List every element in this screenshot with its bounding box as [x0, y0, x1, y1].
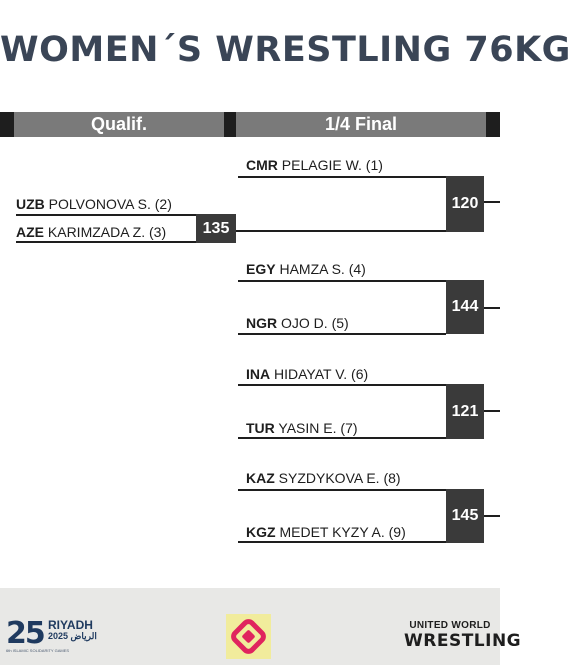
- country-code: NGR: [246, 315, 278, 331]
- bracket-connector: [236, 230, 446, 232]
- wrestler-ina[interactable]: INA HIDAYAT V. (6): [246, 365, 368, 383]
- wrestler-name: MEDET KYZY A. (9): [279, 524, 406, 540]
- riyadh-number: 25: [6, 616, 46, 651]
- bracket-line: [238, 333, 446, 335]
- country-code: AZE: [16, 224, 44, 240]
- score-box: 120: [446, 176, 484, 232]
- country-code: UZB: [16, 196, 45, 212]
- bracket-connector: [484, 515, 500, 517]
- wrestler-name: KARIMZADA Z. (3): [47, 224, 167, 240]
- country-code: KAZ: [246, 470, 275, 486]
- score-box: 145: [446, 489, 484, 543]
- country-code: KGZ: [246, 524, 276, 540]
- score-box: 135: [196, 214, 236, 243]
- score-box: 121: [446, 384, 484, 439]
- riyadh-2025-logo: 25 RIYADH الرياض 2025 6th ISLAMIC SOLIDA…: [6, 616, 102, 656]
- wrestler-name: OJO D. (5): [281, 315, 349, 331]
- wrestler-name: HIDAYAT V. (6): [274, 366, 369, 382]
- round-header-bar: Qualif. 1/4 Final: [0, 112, 500, 137]
- country-code: TUR: [246, 420, 275, 436]
- country-code: INA: [246, 366, 271, 382]
- wrestler-tur[interactable]: TUR YASIN E. (7): [246, 419, 358, 437]
- uww-main-text: WRESTLING: [404, 631, 522, 651]
- round-label-quarterfinal: 1/4 Final: [236, 112, 486, 137]
- bracket-line: [238, 176, 446, 178]
- country-code: EGY: [246, 261, 276, 277]
- riyadh-subtitle: 6th ISLAMIC SOLIDARITY GAMES: [6, 648, 70, 653]
- bracket-connector: [484, 410, 500, 412]
- bracket-line: [16, 241, 236, 243]
- bracket-line: [238, 489, 446, 491]
- riyadh-year: الرياض 2025: [48, 631, 97, 641]
- wrestler-name: POLVONOVA S. (2): [48, 196, 172, 212]
- games-emblem-logo: [226, 614, 271, 659]
- page-title: WOMEN´S WRESTLING 76KG: [0, 30, 571, 70]
- wrestler-name: YASIN E. (7): [278, 420, 358, 436]
- wrestler-name: HAMZA S. (4): [279, 261, 366, 277]
- emblem-icon: [231, 619, 266, 654]
- bracket-connector: [484, 201, 500, 203]
- wrestler-kaz[interactable]: KAZ SYZDYKOVA E. (8): [246, 469, 401, 487]
- wrestler-cmr[interactable]: CMR PELAGIE W. (1): [246, 156, 383, 174]
- wrestler-name: PELAGIE W. (1): [281, 157, 383, 173]
- bracket-connector: [484, 307, 500, 309]
- uww-top-text: UNITED WORLD: [409, 620, 491, 631]
- wrestler-uzb[interactable]: UZB POLVONOVA S. (2): [16, 195, 172, 213]
- wrestler-aze[interactable]: AZE KARIMZADA Z. (3): [16, 223, 166, 241]
- wrestler-kgz[interactable]: KGZ MEDET KYZY A. (9): [246, 523, 406, 541]
- bracket-line: [238, 437, 446, 439]
- bracket-line: [238, 541, 446, 543]
- bracket-line: [16, 214, 196, 216]
- riyadh-word: RIYADH: [48, 618, 93, 632]
- score-box: 144: [446, 280, 484, 334]
- country-code: CMR: [246, 157, 278, 173]
- wrestler-egy[interactable]: EGY HAMZA S. (4): [246, 260, 366, 278]
- bracket-page: WOMEN´S WRESTLING 76KG Qualif. 1/4 Final…: [0, 30, 571, 665]
- round-label-qualif: Qualif.: [14, 112, 224, 137]
- bracket-line: [238, 280, 446, 282]
- wrestler-name: SYZDYKOVA E. (8): [278, 470, 401, 486]
- wrestler-ngr[interactable]: NGR OJO D. (5): [246, 314, 349, 332]
- united-world-wrestling-logo: UNITED WORLD WRESTLING: [404, 620, 522, 652]
- bracket-line: [238, 384, 446, 386]
